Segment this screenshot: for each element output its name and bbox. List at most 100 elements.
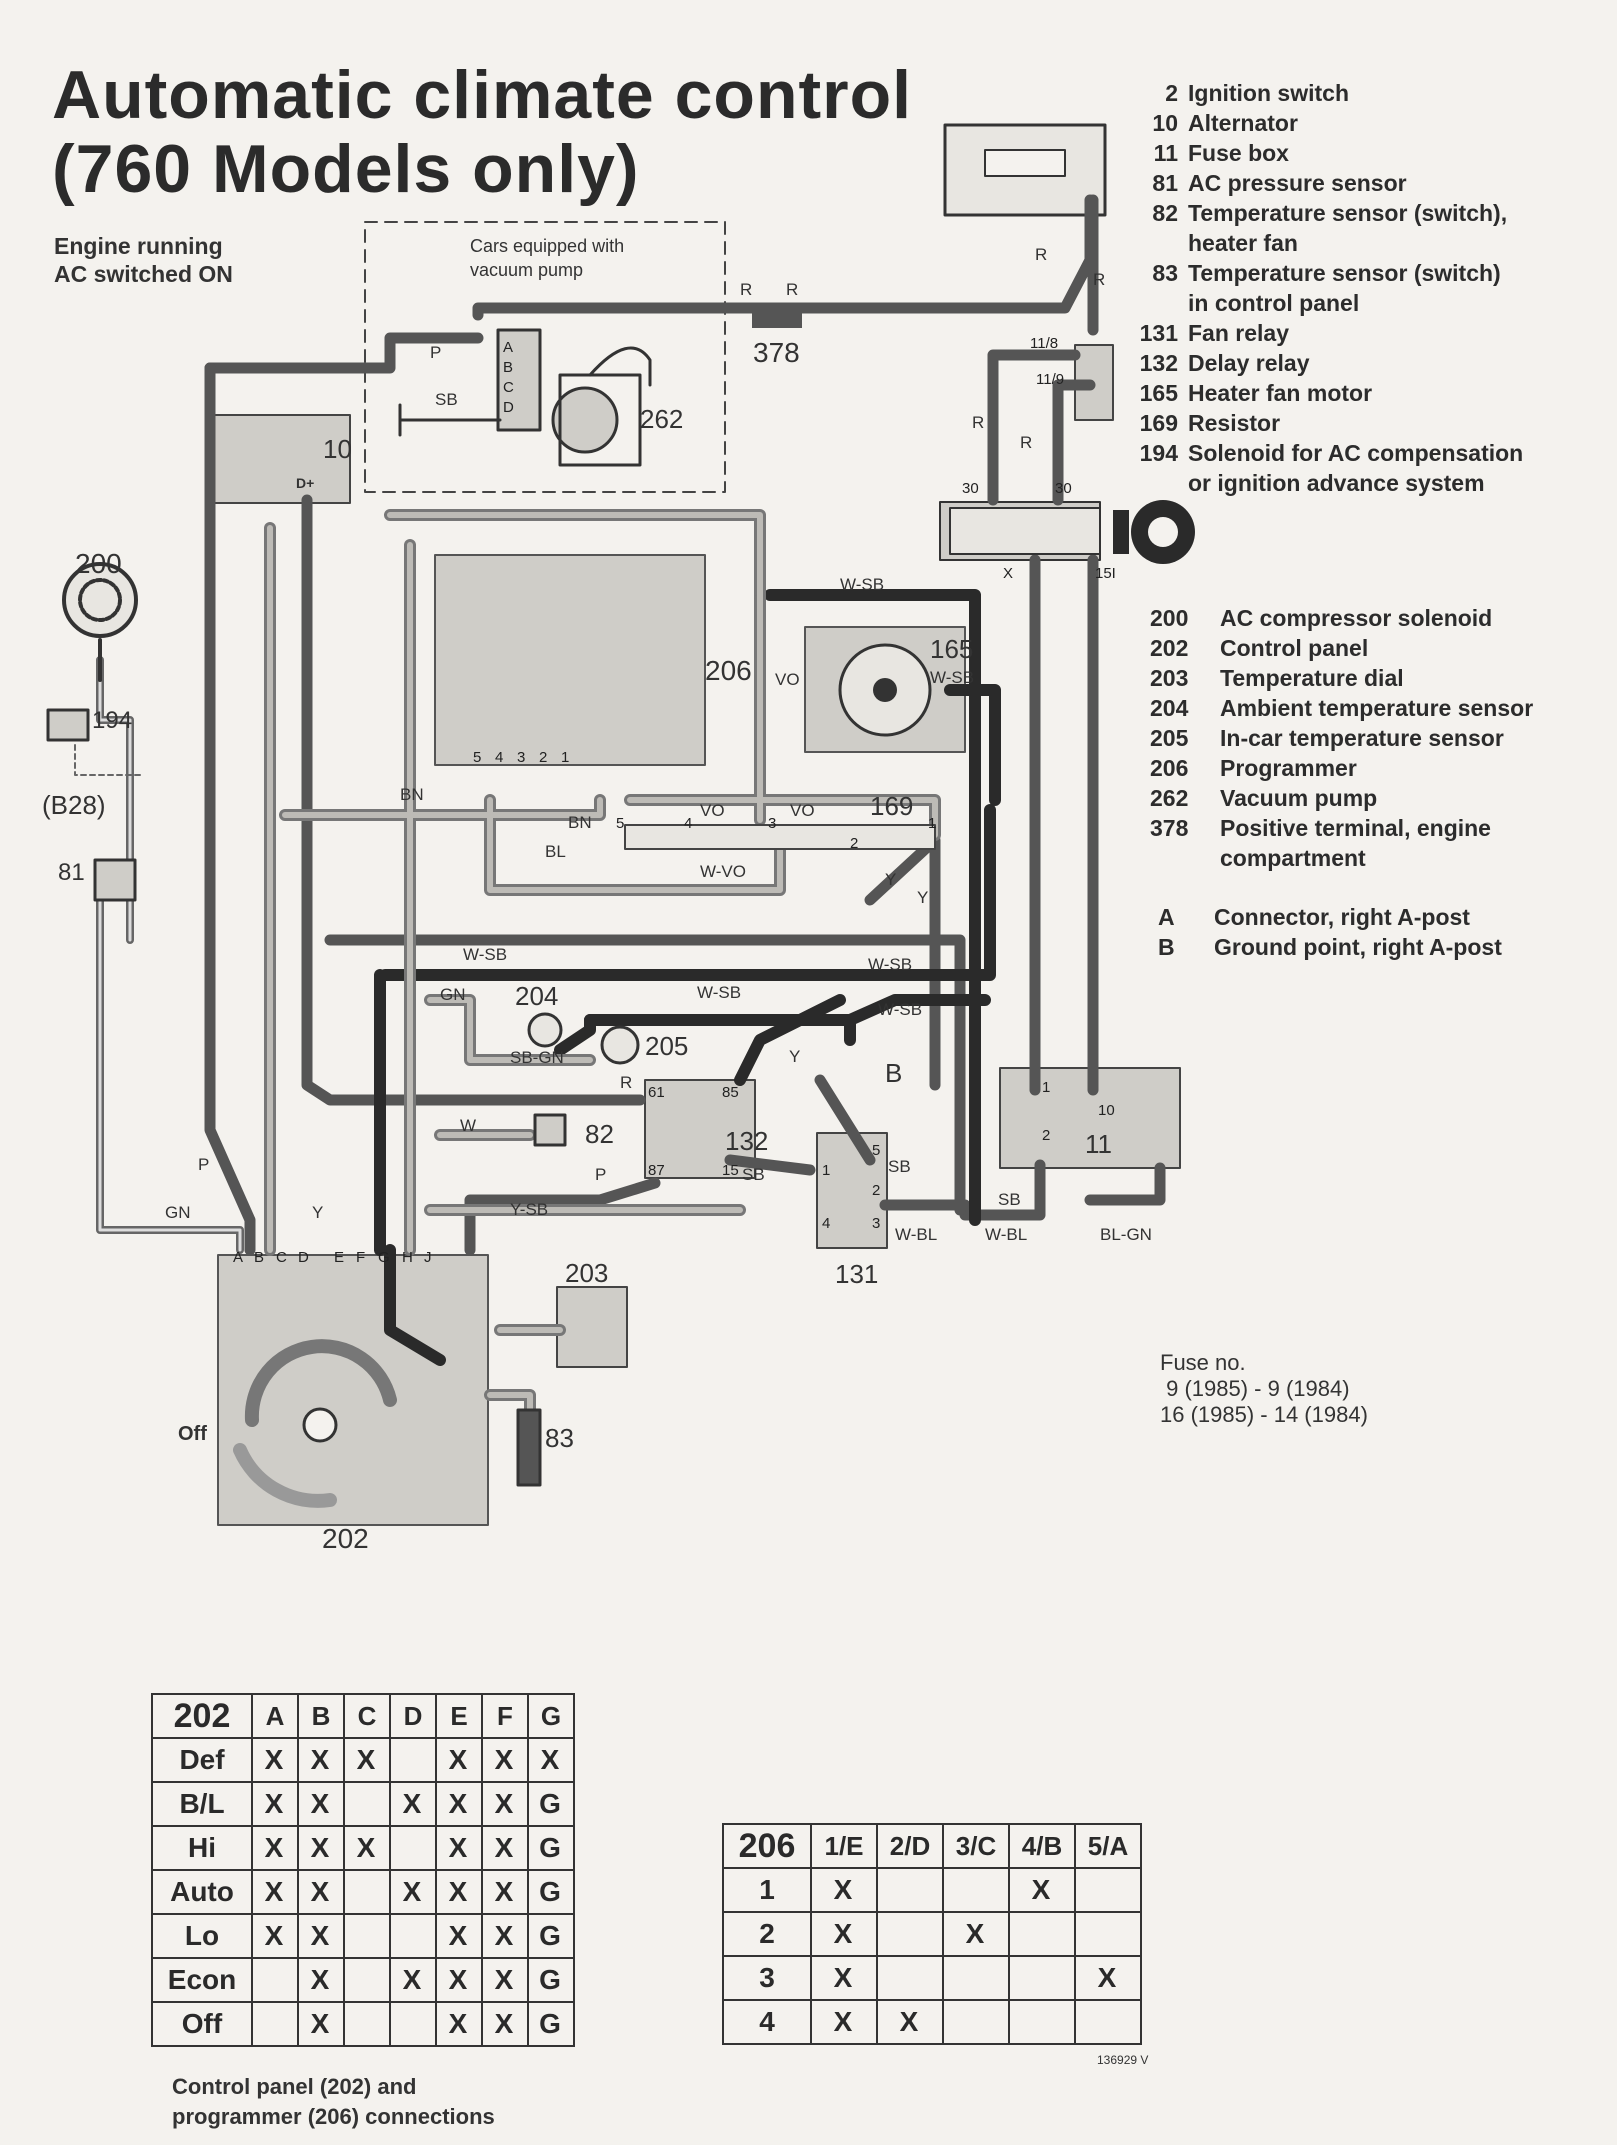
wire-r-alt (301, 494, 646, 1106)
wire-label: W-SB (878, 1000, 922, 1019)
wire-label: W (460, 1116, 476, 1135)
table-cell: G (527, 1693, 575, 1739)
table-cell: X (481, 1781, 529, 1827)
wire-label: BN (400, 785, 424, 804)
heater-fan-sensor-82 (533, 1113, 567, 1147)
label-165: 165 (930, 634, 973, 664)
prog-pin: 1 (561, 749, 569, 766)
table-cell: Def (151, 1737, 253, 1783)
table-cell: 206 (722, 1823, 812, 1869)
wire-label: W-BL (985, 1225, 1027, 1244)
wire-sb-fuse (879, 1159, 1046, 1221)
programmer-housing (434, 554, 706, 766)
table-cell (1008, 1911, 1076, 1957)
table-cell: X (527, 1737, 575, 1783)
table-cell (343, 1869, 391, 1915)
wire-label: R (1020, 433, 1032, 452)
table-cell: X (297, 1737, 345, 1783)
wire-label: BL (545, 842, 566, 861)
wire-194-dashed (74, 744, 141, 776)
legend-number: 81 (1152, 170, 1178, 196)
wire-wsb-sensor (584, 994, 991, 1026)
table-cell: Auto (151, 1869, 253, 1915)
table-cell: F (481, 1693, 529, 1739)
relay132-pin: 87 (648, 1162, 665, 1179)
wire-label: R (1035, 245, 1047, 264)
wire-r-top (472, 194, 1096, 321)
legend-number: 204 (1150, 695, 1189, 721)
label-11: 11 (1085, 1129, 1112, 1159)
wire-label: Y (917, 888, 928, 907)
fuse-pin: X (1003, 565, 1013, 582)
table-cell: X (297, 1825, 345, 1871)
fuse-line-2: 16 (1985) - 14 (1984) (1160, 1402, 1368, 1427)
table-cell (1008, 1999, 1076, 2045)
table-cell: X (343, 1825, 391, 1871)
page-title: Automatic climate control (760 Models on… (52, 58, 912, 206)
wire-label: VO (700, 801, 725, 820)
table-cell (942, 1955, 1010, 2001)
legend-text: Heater fan motor (1188, 380, 1373, 406)
wire-label: W-BL (895, 1225, 937, 1244)
table-cell: X (297, 2001, 345, 2047)
label-dplus: D+ (296, 475, 314, 491)
label-204: 204 (515, 981, 558, 1011)
table-cell: X (435, 1825, 483, 1871)
wire-sb-relay (724, 1154, 816, 1176)
legend-number: 132 (1139, 350, 1178, 376)
legend-number: 2 (1165, 80, 1178, 106)
solenoid-194 (46, 708, 90, 742)
conn-letter: C (276, 1249, 287, 1266)
conn-letter: H (402, 1249, 413, 1266)
vp-pin: B (503, 359, 513, 376)
wire-wsb-205 (554, 1014, 596, 1056)
label-b28: (B28) (42, 790, 106, 820)
label-378: 378 (753, 337, 800, 368)
relay131-pin: 3 (872, 1215, 880, 1232)
legend-text: Ignition switch (1188, 80, 1349, 106)
conn-letter: J (424, 1249, 432, 1266)
label-262: 262 (640, 404, 683, 434)
table-cell: X (251, 1825, 299, 1871)
wire-label: SB (435, 390, 458, 409)
table-cell: X (810, 1911, 878, 1957)
table-cell: X (810, 1867, 878, 1913)
wire-wsb-fan (944, 684, 1001, 806)
wire-label: Y (312, 1203, 323, 1222)
legend-text: Control panel (1220, 635, 1369, 661)
label-206: 206 (705, 655, 752, 686)
wire-dark-panel (384, 1244, 446, 1366)
table-cell: X (297, 1781, 345, 1827)
conn-letter: A (233, 1249, 243, 1266)
table-cell (1074, 1867, 1142, 1913)
legend-number: 165 (1139, 380, 1178, 406)
table-cell (389, 2001, 437, 2047)
temperature-dial-box (556, 1286, 628, 1368)
legend-text: In-car temperature sensor (1220, 725, 1504, 751)
res-pin: 2 (850, 835, 858, 852)
table-cell: G (527, 2001, 575, 2047)
table-cell: 2/D (876, 1823, 944, 1869)
wire-label: W-SB (840, 575, 884, 594)
legend-number: A (1158, 904, 1175, 930)
wire-label: P (198, 1155, 209, 1174)
table-cell: X (389, 1957, 437, 2003)
panel-contact-arc (244, 1339, 397, 1427)
wiring-diagram: Cars equipped with vacuum pump 10 D+ 200… (42, 123, 1195, 1554)
label-82: 82 (585, 1119, 614, 1149)
table-cell (343, 2001, 391, 2047)
relay132-pin: 85 (722, 1084, 739, 1101)
wire-label: BN (568, 813, 592, 832)
fuse-pin: 30 (1055, 480, 1072, 497)
subtitle-line-1: Engine running (54, 233, 223, 259)
wire-label: R (620, 1073, 632, 1092)
wire-p-top (204, 332, 484, 374)
wire-label: SB (742, 1165, 765, 1184)
